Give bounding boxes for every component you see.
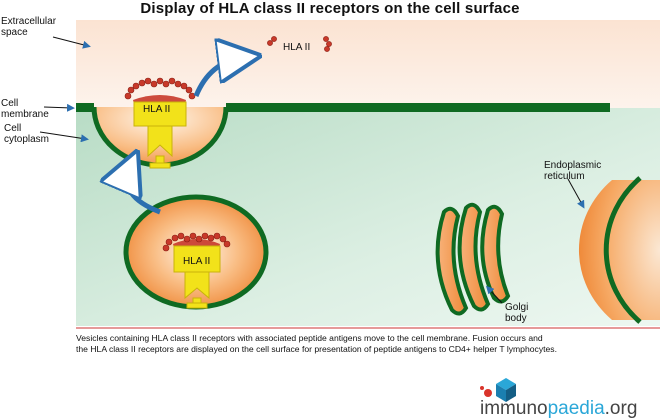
caption-line1: Vesicles containing HLA class II recepto…: [76, 333, 543, 343]
caption-line2: the HLA class II receptors are displayed…: [76, 343, 557, 354]
immunopaedia-logo-icon: [480, 378, 516, 402]
logo-text-immuno: immuno: [480, 398, 548, 419]
label-pointers: [39, 36, 585, 304]
membrane-label: Cell membrane: [1, 98, 49, 120]
page-title: Display of HLA class II receptors on the…: [140, 0, 520, 17]
cytoplasm-label-line1: Cell: [4, 123, 22, 134]
cytoplasm-label-line2: cytoplasm: [4, 134, 50, 145]
extracellular-label-line1: Extracellular: [1, 16, 57, 27]
free-peptide: [267, 36, 332, 52]
er-label-line1: Endoplasmic: [544, 160, 602, 171]
er-label-line2: reticulum: [544, 171, 585, 182]
surface-hla-label: HLA II: [143, 104, 171, 115]
vesicle-hla-receptor: [173, 239, 221, 309]
golgi-body: [435, 202, 511, 316]
golgi-label: Golgi body: [505, 302, 528, 324]
surface-hla-receptor: [133, 95, 187, 169]
golgi-label-line2: body: [505, 313, 527, 324]
extracellular-label: Extracellular space: [1, 16, 56, 38]
fusion-arrow: [127, 168, 161, 215]
extracellular-space: [76, 20, 660, 108]
immunopaedia-logo[interactable]: immunopaedia.org: [480, 398, 637, 420]
vesicle-peptide: [162, 232, 231, 252]
golgi-label-line1: Golgi: [505, 302, 529, 313]
logo-text-org: .org: [604, 398, 638, 419]
membrane-label-line2: membrane: [1, 109, 49, 120]
free-hla-label: HLA II: [283, 42, 311, 53]
membrane-label-line1: Cell: [1, 98, 19, 109]
figure-caption: Vesicles containing HLA class II recepto…: [76, 333, 660, 354]
surface-peptide: [124, 77, 196, 100]
logo-text-paedia: paedia: [547, 398, 605, 419]
er-label: Endoplasmic reticulum: [544, 160, 601, 182]
extracellular-label-line2: space: [1, 27, 28, 38]
endoplasmic-reticulum: [578, 176, 660, 324]
cytoplasm-label: Cell cytoplasm: [4, 123, 49, 145]
release-arrow: [193, 58, 242, 97]
vesicle-hla-label: HLA II: [183, 256, 211, 267]
